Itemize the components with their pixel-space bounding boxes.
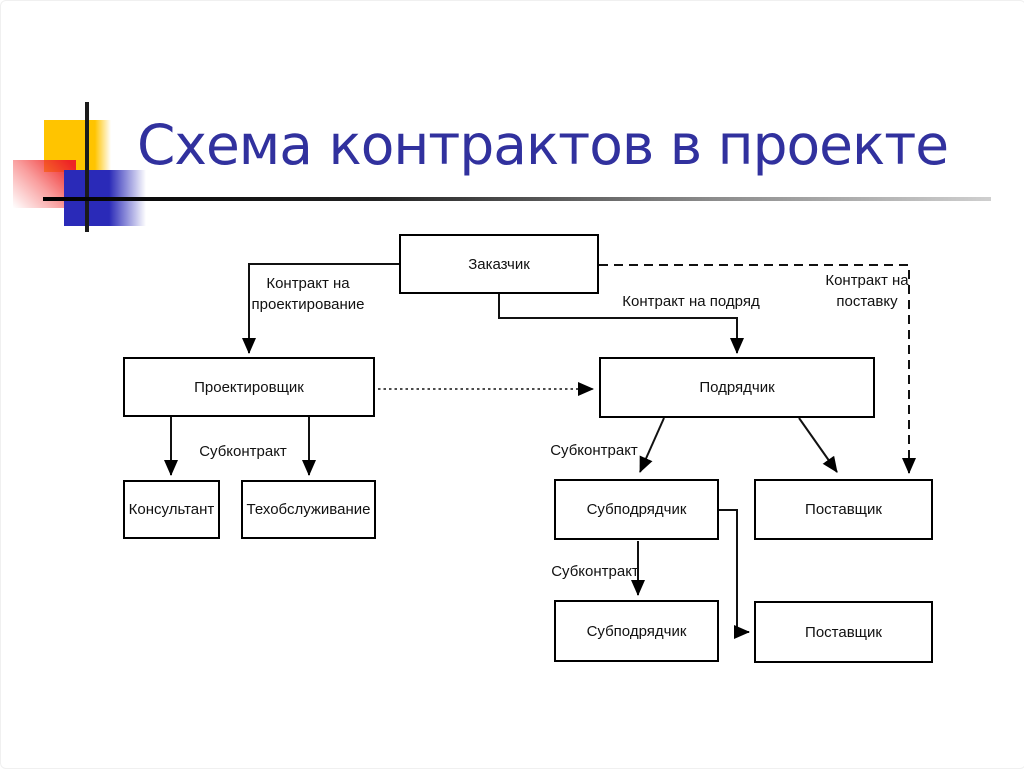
edge-contractor-subcontractor <box>639 417 665 473</box>
node-supplier-bottom: Поставщик <box>754 601 933 663</box>
slide-title: Схема контрактов в проекте <box>137 113 949 177</box>
node-customer: Заказчик <box>399 234 599 294</box>
label-design-contract: Контракт на проектирование <box>251 275 365 313</box>
edge-design-contract <box>242 263 399 354</box>
label-subcontract-right: Субконтракт <box>550 442 638 459</box>
label-subcontract-left: Субконтракт <box>199 443 287 460</box>
label-supply-contract: Контракт на поставку <box>825 272 909 310</box>
node-consultant: Консультант <box>123 480 220 539</box>
node-maintenance: Техобслуживание <box>241 480 376 539</box>
title-underline-rule <box>43 197 991 201</box>
node-supplier-top: Поставщик <box>754 479 933 540</box>
edge-work-contract <box>498 294 744 354</box>
edge-subcontractor-supplier <box>719 509 750 639</box>
node-contractor: Подрядчик <box>599 357 875 418</box>
label-subcontract-bottom: Субконтракт <box>551 563 639 580</box>
node-designer: Проектировщик <box>123 357 375 417</box>
decor-vertical-line <box>85 102 89 232</box>
node-subcontractor-top: Субподрядчик <box>554 479 719 540</box>
label-work-contract: Контракт на подряд <box>622 293 760 310</box>
edge-contractor-supplier <box>798 417 838 473</box>
node-subcontractor-bottom: Субподрядчик <box>554 600 719 662</box>
